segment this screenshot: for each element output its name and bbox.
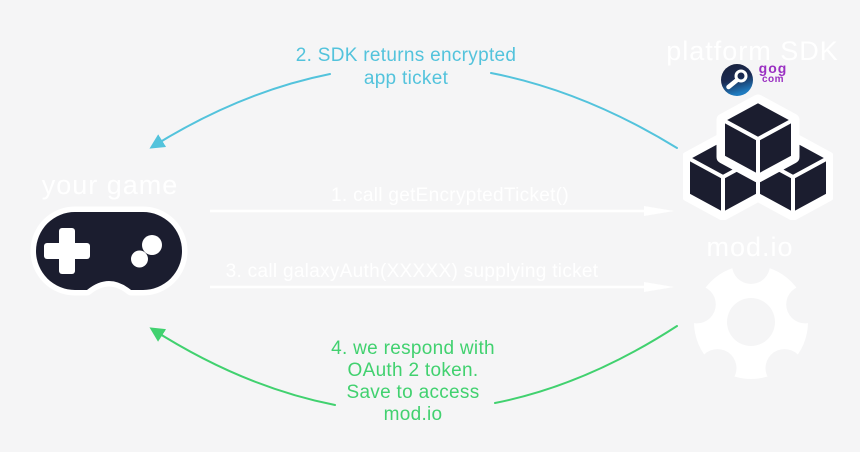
dpad-icon xyxy=(44,228,90,274)
arrow-step2 xyxy=(149,72,678,149)
arrow-step4 xyxy=(149,325,678,406)
step4-line1: 4. we respond with xyxy=(331,338,495,359)
gamepad-button-large xyxy=(142,235,162,255)
modio-label: mod.io xyxy=(706,232,794,262)
step4-line3: Save to access xyxy=(346,382,480,403)
step3-label: 3. call galaxyAuth(XXXXX) supplying tick… xyxy=(225,261,599,282)
steam-icon xyxy=(721,64,753,96)
arrow-step3 xyxy=(210,282,674,292)
step2-line2: app ticket xyxy=(363,68,449,89)
gog-logo-bottom: com xyxy=(761,74,785,85)
gog-logo-top: gog xyxy=(758,60,788,76)
arrowhead-step1 xyxy=(644,206,674,216)
step2-label: 2. SDK returns encrypted app ticket xyxy=(286,44,526,90)
gamepad-button-small xyxy=(131,250,148,268)
cubes-icon xyxy=(683,94,833,220)
platform-sdk-label: platform SDK xyxy=(666,36,839,66)
step4-label: 4. we respond with OAuth 2 token. Save t… xyxy=(293,338,533,426)
step4-line4: mod.io xyxy=(383,404,443,425)
modio-cog-icon xyxy=(694,265,808,379)
arrowhead-step3 xyxy=(644,282,674,292)
step1-label: 1. call getEncryptedTicket() xyxy=(331,185,569,206)
gamepad-icon xyxy=(30,206,188,296)
your-game-label: your game xyxy=(41,170,179,200)
arrow-step1 xyxy=(210,206,674,216)
gog-com-logo: gog com xyxy=(752,60,794,86)
step4-line2: OAuth 2 token. xyxy=(347,360,479,381)
step2-line1: 2. SDK returns encrypted xyxy=(295,45,517,66)
